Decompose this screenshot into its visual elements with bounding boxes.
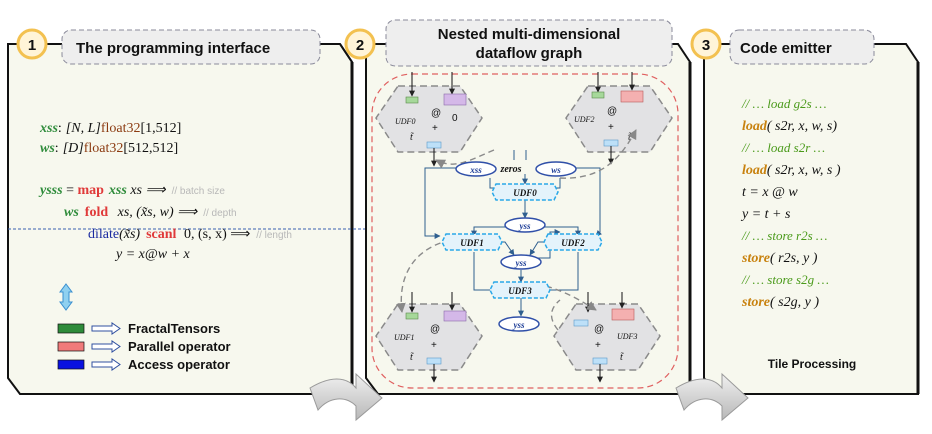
panel-dataflow-graph: Nested multi-dimensional dataflow graph …: [344, 19, 692, 395]
node-zeros: zeros: [499, 164, 521, 175]
node-ws: ws: [535, 161, 577, 177]
svg-text:yss: yss: [515, 258, 527, 268]
red-tensor-block: [611, 308, 635, 321]
t-symbol: t̃: [620, 351, 624, 363]
hex-udf0: @ 0 + t̃ UDF0: [375, 72, 483, 167]
plus-symbol: +: [608, 122, 614, 133]
green-tensor-block: [405, 312, 419, 320]
purple-tensor-block: [443, 310, 467, 322]
svg-text:xss: xss: [469, 165, 482, 175]
blue-tensor-block: [426, 141, 442, 149]
emitter-line-comment: // … store r2s …: [741, 228, 827, 243]
node-yss-middle: yss: [500, 254, 542, 270]
legend-arrow-icon: [91, 340, 121, 353]
svg-text:UDF2: UDF2: [561, 238, 585, 248]
hex-label: UDF3: [617, 332, 637, 341]
matmul-symbol: @: [431, 108, 441, 119]
emitter-line-comment: // … load s2r …: [741, 140, 825, 155]
code-expr-line: y = x@w + x: [114, 247, 191, 262]
node-yss-top: yss: [504, 217, 546, 233]
plus-symbol: +: [595, 340, 601, 351]
emitter-line-comment: // … store s2g …: [741, 272, 829, 287]
hex-udf2: @ + t̃ UDF2: [565, 72, 673, 165]
emitter-line-plain: y = t + s: [740, 207, 791, 222]
hex-label: UDF1: [394, 333, 414, 342]
node-yss-bottom: yss: [498, 316, 540, 332]
red-tensor-block: [620, 90, 644, 103]
svg-text:yss: yss: [513, 320, 525, 330]
legend-swatch-parallel: [57, 341, 85, 352]
green-tensor-block: [591, 91, 605, 99]
matmul-symbol: @: [607, 106, 617, 117]
blue-tensor-block: [426, 357, 442, 365]
node-udf2: UDF2: [543, 233, 603, 251]
blue-tensor-block: [573, 319, 589, 327]
node-udf3: UDF3: [489, 281, 551, 299]
legend-swatch-access: [57, 359, 85, 370]
t-symbol: t̃: [410, 131, 414, 143]
node-udf1: UDF1: [441, 233, 503, 251]
panel-3-title: Code emitter: [740, 40, 832, 57]
hex-label: UDF2: [574, 115, 594, 124]
code-decl-xss: xss:[N, L]float32[1,512]: [39, 121, 181, 136]
zero-symbol: 0: [452, 113, 458, 124]
panel-2-title-line2: dataflow graph: [476, 45, 583, 62]
hex-udf1: @ + t̃ UDF1: [375, 292, 483, 383]
legend-label-fractaltensors: FractalTensors: [128, 321, 220, 336]
green-tensor-block: [405, 96, 419, 104]
graph-boundary: [371, 73, 679, 389]
legend: FractalTensors Parallel operator Access …: [57, 321, 231, 372]
emitter-line-plain: t = x @ w: [742, 185, 798, 200]
svg-text:UDF3: UDF3: [508, 286, 532, 296]
blue-tensor-block: [592, 357, 608, 365]
panel-2-number: 2: [356, 37, 364, 54]
plus-symbol: +: [431, 340, 437, 351]
transition-arrow-2: [675, 372, 749, 422]
emitter-line-call: load( s2r, x, w, s): [742, 119, 837, 134]
emitter-line-comment: // … load g2s …: [741, 96, 827, 111]
plus-symbol: +: [432, 123, 438, 134]
legend-arrow-icon: [91, 322, 121, 335]
node-udf0: UDF0: [491, 183, 559, 201]
dashed-gray-arrows: [396, 129, 637, 331]
emitter-line-call: store( s2g, y ): [741, 295, 819, 310]
emitter-line-call: store( r2s, y ): [741, 251, 818, 266]
panel-1-title: The programming interface: [76, 40, 270, 57]
double-arrow-icon: [59, 283, 73, 311]
panel-2-badge: [344, 28, 376, 60]
hex-label: UDF0: [395, 117, 415, 126]
purple-tensor-block: [443, 93, 467, 106]
legend-label-access: Access operator: [128, 357, 230, 372]
panel-3-number: 3: [702, 37, 710, 54]
panel-2-title-line1: Nested multi-dimensional: [438, 26, 621, 43]
matmul-symbol: @: [430, 324, 440, 335]
code-decl-ws: ws:[D]float32[512,512]: [40, 141, 178, 156]
transition-arrow-1: [309, 372, 383, 422]
legend-arrow-icon: [91, 358, 121, 371]
matmul-symbol: @: [594, 324, 604, 335]
blue-tensor-block: [603, 139, 619, 147]
panel-code-emitter: Code emitter 3 // … load g2s … load( s2r,…: [690, 28, 920, 395]
svg-text:UDF1: UDF1: [460, 238, 484, 248]
code-scanl-line: dilate(x̃s)scanl 0, (s, x) ⟹// length: [88, 227, 292, 242]
svg-text:ws: ws: [551, 165, 561, 175]
legend-swatch-fractaltensors: [57, 323, 85, 334]
tile-processing-caption: Tile Processing: [768, 357, 856, 371]
hex-udf3: @ + t̃ UDF3: [553, 292, 661, 383]
panel-1-number: 1: [28, 37, 36, 54]
svg-text:UDF0: UDF0: [513, 188, 537, 198]
t-symbol: t̃: [410, 351, 414, 363]
legend-label-parallel: Parallel operator: [128, 339, 231, 354]
emitter-code: // … load g2s … load( s2r, x, w, s) // … l…: [740, 96, 841, 310]
emitter-line-call: load( s2r, x, w, s ): [742, 163, 841, 178]
svg-text:yss: yss: [519, 221, 531, 231]
panel-1-badge: [16, 28, 48, 60]
panel-3-badge: [690, 28, 722, 60]
node-xss: xss: [455, 161, 497, 177]
panel-programming-interface: The programming interface 1 xss:[N, L]fl…: [7, 28, 378, 395]
